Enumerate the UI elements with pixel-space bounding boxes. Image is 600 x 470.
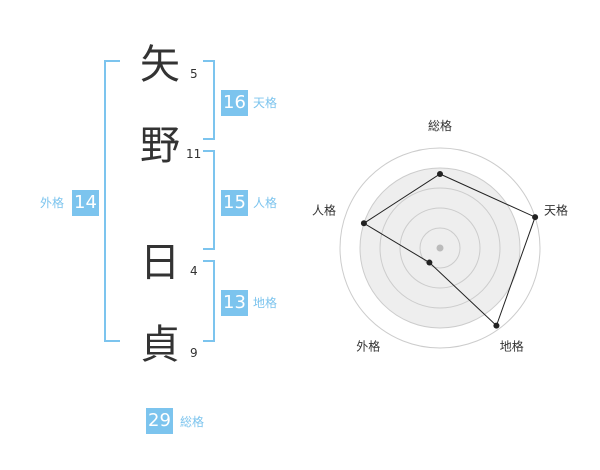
tenkaku-value-badge: 16 [221, 90, 248, 116]
radar-axis-label-2: 天格 [544, 202, 568, 217]
soukaku-value-badge: 29 [146, 408, 173, 434]
stroke-count-1: 5 [190, 67, 198, 81]
chikaku-bracket [203, 260, 215, 342]
gaikaku-bracket [104, 60, 120, 342]
name-char-3: 日 [140, 240, 180, 286]
gaikaku-value-badge: 14 [72, 190, 99, 216]
radar-point-5 [360, 220, 367, 227]
gaikaku-label: 外格 [40, 196, 65, 210]
tenkaku-bracket [203, 60, 215, 140]
jinkaku-bracket [203, 150, 215, 250]
chikaku-value-badge: 13 [221, 290, 248, 316]
radar-center-dot [436, 244, 444, 252]
stroke-count-4: 9 [190, 346, 198, 360]
name-char-4: 貞 [140, 322, 180, 368]
chikaku-label: 地格 [253, 296, 278, 310]
radar-ring-5 [339, 147, 541, 349]
radar-ring-1 [419, 227, 461, 269]
jinkaku-value-badge: 15 [221, 190, 248, 216]
radar-axis-label-4: 外格 [356, 339, 380, 354]
radar-point-4 [426, 259, 433, 266]
name-char-2: 野 [140, 123, 180, 169]
soukaku-label: 総格 [180, 415, 205, 429]
radar-ring-2 [399, 207, 481, 289]
radar-point-1 [437, 171, 443, 177]
radar-series-polygon [362, 173, 536, 327]
radar-axis-label-3: 地格 [500, 339, 524, 354]
radar-point-2 [532, 214, 539, 221]
radar-axis-label-1: 総格 [428, 118, 452, 133]
stroke-count-2: 11 [186, 147, 202, 161]
tenkaku-label: 天格 [253, 96, 278, 110]
radar-point-3 [493, 322, 500, 329]
radar-axis-label-5: 人格 [312, 202, 336, 217]
stroke-count-3: 4 [190, 264, 198, 278]
radar-ring-3 [379, 187, 501, 309]
jinkaku-label: 人格 [253, 196, 278, 210]
name-char-1: 矢 [140, 42, 180, 88]
